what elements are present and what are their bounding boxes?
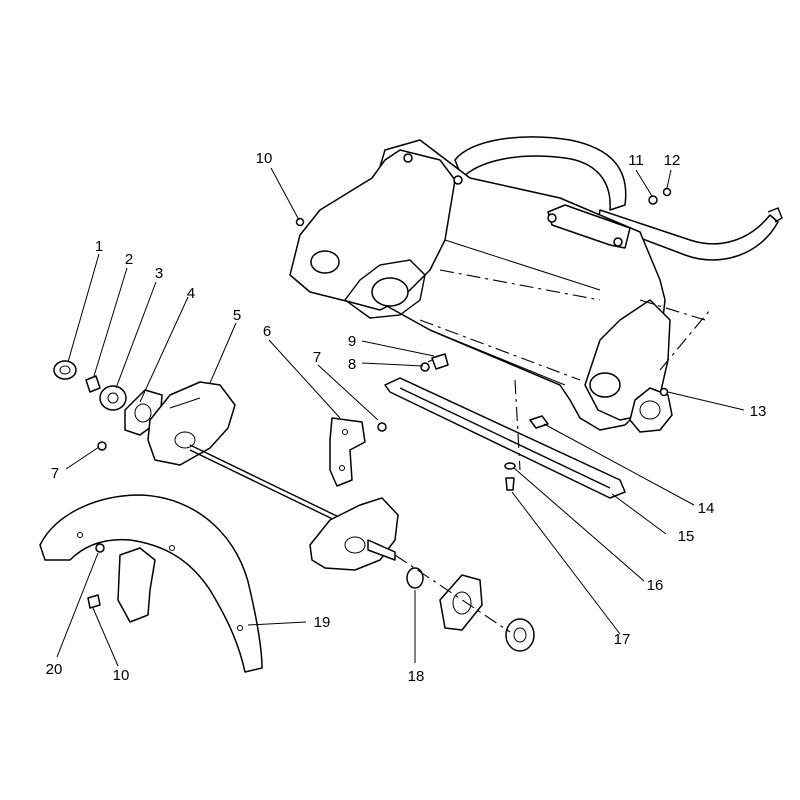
- nut-12: [662, 187, 672, 197]
- impeller-plate-right: [309, 497, 399, 571]
- auger-shaft: [189, 444, 346, 521]
- callout-18: 18: [408, 668, 425, 685]
- left-bearing-stack: [53, 360, 163, 451]
- bolt-17: [505, 477, 515, 491]
- callout-labels: 1 2 3 4 5 6 7 7 8 9 10 10 11 12 13 14 15…: [46, 150, 767, 685]
- callout-10-upper: 10: [256, 150, 273, 167]
- callout-14: 14: [698, 500, 715, 517]
- callout-4: 4: [187, 285, 195, 302]
- right-bearing-stack: [406, 567, 535, 652]
- callout-2: 2: [125, 251, 133, 268]
- bolt-and-bracket-8-9: [420, 353, 449, 372]
- callout-8: 8: [348, 356, 356, 373]
- nut-7-right: [377, 422, 387, 432]
- auger-shaft-lower-edge: [189, 449, 346, 526]
- bolt-10-upper: [295, 217, 305, 227]
- callout-15: 15: [678, 528, 695, 545]
- callout-12: 12: [664, 152, 681, 169]
- callout-10-lower: 10: [113, 667, 130, 684]
- callout-7-upper: 7: [313, 349, 321, 366]
- callout-1: 1: [95, 238, 103, 255]
- side-plate-19: [39, 494, 263, 673]
- auger-housing: [289, 136, 783, 433]
- impeller-plate-left: [147, 381, 236, 466]
- bracket-6: [329, 417, 366, 487]
- washer-11: [648, 195, 658, 205]
- callout-16: 16: [647, 577, 664, 594]
- washer-16: [504, 462, 516, 470]
- assembly-centerline: [394, 554, 511, 633]
- callout-9: 9: [348, 333, 356, 350]
- callout-6: 6: [263, 323, 271, 340]
- callout-11: 11: [628, 152, 644, 169]
- callout-13: 13: [750, 403, 767, 420]
- callout-20: 20: [46, 661, 63, 678]
- callout-5: 5: [233, 307, 241, 324]
- callout-19: 19: [314, 614, 331, 631]
- callout-17: 17: [614, 631, 631, 648]
- leader-lines: [56, 167, 745, 667]
- bolt-13: [659, 387, 669, 397]
- scraper-blade: [384, 377, 626, 499]
- callout-7-lower: 7: [51, 465, 59, 482]
- callout-3: 3: [155, 265, 163, 282]
